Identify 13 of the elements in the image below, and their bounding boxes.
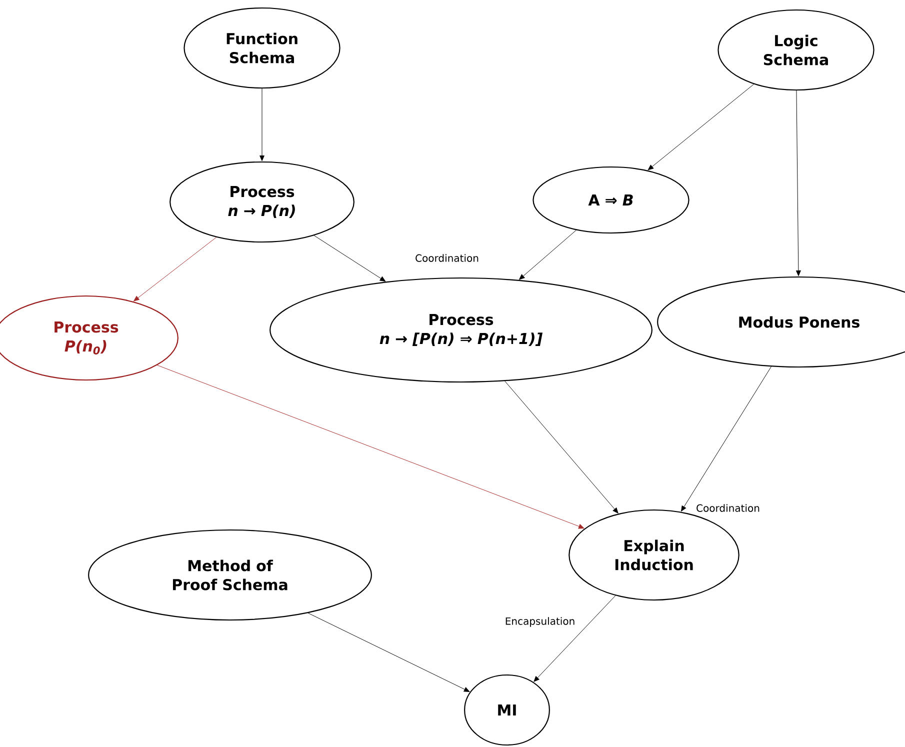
- edge-label: Coordination: [414, 253, 480, 263]
- arrow: [534, 595, 616, 682]
- arrow: [260, 88, 264, 162]
- arrow: [681, 366, 772, 512]
- arrow: [504, 380, 618, 514]
- arrow: [308, 612, 470, 692]
- arrow: [519, 230, 577, 280]
- arrow: [156, 364, 584, 529]
- arrow: [648, 84, 754, 170]
- edge-label: Encapsulation: [504, 616, 576, 628]
- arrow: [134, 237, 217, 302]
- arrow: [314, 235, 386, 282]
- arrow: [796, 90, 801, 276]
